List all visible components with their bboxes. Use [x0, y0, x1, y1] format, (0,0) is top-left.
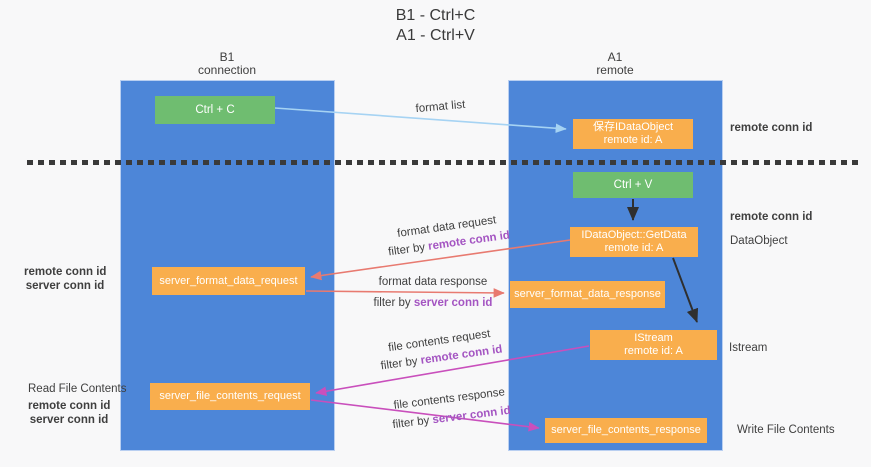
node-server-format-data-request-label: server_format_data_request: [159, 274, 298, 287]
annotation-write-file-contents: Write File Contents: [737, 424, 835, 436]
node-server-file-contents-request: server_file_contents_request: [150, 383, 310, 410]
node-ctrl-v: Ctrl + V: [573, 172, 693, 198]
arrow-format-data-request: [310, 239, 571, 281]
node-istream: IStream remote id: A: [590, 330, 717, 360]
arrow-file-contents-response: [310, 399, 540, 432]
node-server-format-data-request: server_format_data_request: [152, 267, 305, 295]
flow-format-data-response-filter: filter by server conn id: [372, 293, 494, 314]
node-ctrl-c: Ctrl + C: [155, 96, 275, 124]
lifeline-a1-role: remote: [596, 63, 634, 77]
arrow-getdata-to-istream: [672, 257, 699, 323]
node-idataobject-getdata-line1: IDataObject::GetData: [581, 229, 687, 241]
annotation-read-file-contents: Read File Contents: [28, 383, 127, 395]
flow-format-data-response-title: format data response: [378, 276, 488, 288]
node-idataobject-getdata: IDataObject::GetData remote id: A: [570, 227, 698, 257]
title-line-1: B1 - Ctrl+C: [395, 7, 476, 24]
node-server-file-contents-response-label: server_file_contents_response: [551, 424, 701, 436]
arrow-format-data-response: [305, 288, 505, 298]
filter-by-text: filter by: [380, 354, 422, 373]
node-stored-idataobject-line2: remote id: A: [603, 134, 663, 146]
lifeline-header-b1: B1 connection: [162, 51, 292, 77]
annotation-remote-conn-id-top: remote conn id: [730, 122, 813, 134]
flow-label-format-data-response: format data response filter by server co…: [372, 272, 494, 314]
annotation-left-remote-conn-id-bottom: remote conn id: [28, 400, 111, 412]
node-server-format-data-response-label: server_format_data_response: [514, 288, 661, 300]
arrow-file-contents-request: [315, 345, 590, 396]
server-conn-id-text: server conn id: [413, 297, 493, 309]
annotation-left-server-conn-id-bottom: server conn id: [29, 414, 109, 426]
arrow-format-list: [274, 107, 567, 134]
filter-by-text: filter by: [373, 297, 414, 309]
filter-by-text: filter by: [387, 240, 430, 259]
annotation-left-remote-conn-id-mid: remote conn id: [24, 266, 107, 278]
node-stored-idataobject: 保存IDataObject remote id: A: [573, 119, 693, 149]
annotation-istream: Istream: [729, 342, 768, 354]
lifeline-header-a1: A1 remote: [550, 51, 680, 77]
node-server-format-data-response: server_format_data_response: [510, 281, 665, 308]
annotation-remote-conn-id-mid: remote conn id: [730, 211, 813, 223]
node-server-file-contents-response: server_file_contents_response: [545, 418, 707, 443]
filter-by-text: filter by: [391, 414, 434, 432]
session-separator-dashed-line: [27, 160, 862, 165]
annotation-left-server-conn-id-mid: server conn id: [25, 280, 105, 292]
node-idataobject-getdata-line2: remote id: A: [604, 242, 664, 254]
lifeline-a1-name: A1: [607, 50, 623, 64]
lifeline-b1-role: connection: [197, 63, 257, 77]
title-line-2: A1 - Ctrl+V: [396, 27, 475, 44]
annotation-dataobject: DataObject: [730, 235, 788, 247]
node-istream-line2: remote id: A: [624, 345, 683, 357]
node-stored-idataobject-line1: 保存IDataObject: [592, 121, 674, 133]
node-ctrl-v-label: Ctrl + V: [613, 178, 653, 191]
node-server-file-contents-request-label: server_file_contents_request: [159, 390, 301, 402]
diagram-title: B1 - Ctrl+C A1 - Ctrl+V: [0, 6, 871, 46]
lifeline-b1-name: B1: [219, 50, 235, 64]
node-ctrl-c-label: Ctrl + C: [195, 103, 235, 116]
node-istream-line1: IStream: [634, 332, 673, 344]
